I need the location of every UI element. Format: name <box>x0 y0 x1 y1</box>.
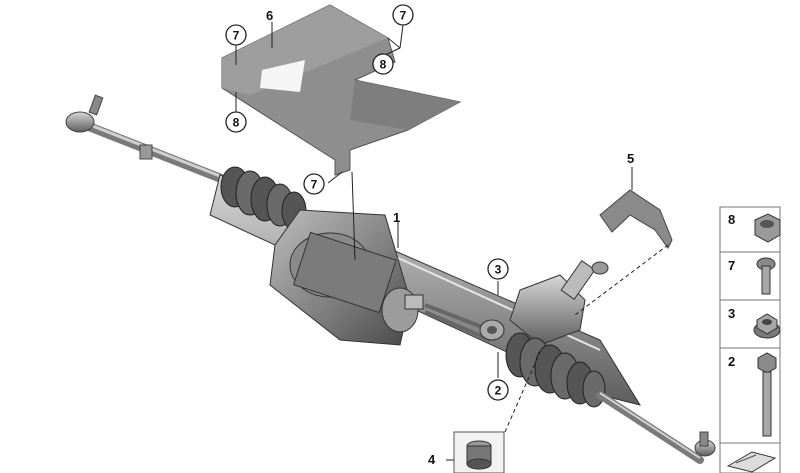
flange-nut-icon <box>753 313 781 339</box>
circled-3: 3 <box>487 258 509 280</box>
svg-text:3: 3 <box>495 263 502 277</box>
svg-text:8: 8 <box>233 116 240 130</box>
circled-8-left: 8 <box>225 111 247 133</box>
circled-7-mid: 7 <box>303 173 325 195</box>
legend-item-7: 7 <box>719 251 781 301</box>
cover-cutout <box>260 60 305 92</box>
hex-nut-icon <box>754 213 781 243</box>
svg-text:8: 8 <box>380 58 387 72</box>
svg-text:2: 2 <box>495 384 502 398</box>
svg-text:8: 8 <box>728 212 735 227</box>
left-tie-rod <box>65 94 230 185</box>
electric-motor <box>269 209 491 346</box>
callout-1: 1 <box>393 210 400 225</box>
legend-item-8: 8 <box>719 206 781 253</box>
sheet-icon <box>726 451 777 473</box>
parts-legend: 8 7 3 2 <box>719 206 781 473</box>
circled-8-top-right: 8 <box>372 53 394 75</box>
svg-text:7: 7 <box>728 258 735 273</box>
circled-callouts: 7 8 7 8 7 3 2 <box>225 4 509 401</box>
right-bellows-boot <box>505 332 606 408</box>
right-tie-rod <box>596 391 716 464</box>
callout-4: 4 <box>428 452 436 467</box>
pinion-housing <box>479 259 609 346</box>
heat-shield-cover <box>221 4 462 176</box>
svg-text:7: 7 <box>311 178 318 192</box>
bushing-part-4 <box>453 431 505 473</box>
circled-7-top-left: 7 <box>225 24 247 46</box>
bracket-part-5 <box>599 189 673 249</box>
legend-item-2: 2 <box>719 347 781 444</box>
svg-text:2: 2 <box>728 354 735 369</box>
callout-6: 6 <box>266 8 273 23</box>
callout-5: 5 <box>627 151 634 166</box>
bolt-icon <box>756 257 776 295</box>
svg-text:7: 7 <box>400 9 407 23</box>
circled-7-top-right: 7 <box>392 4 414 26</box>
svg-text:3: 3 <box>728 306 735 321</box>
svg-text:7: 7 <box>233 29 240 43</box>
leader-lines <box>235 22 669 461</box>
callouts: 6 1 5 4 <box>266 8 634 467</box>
legend-item-3: 3 <box>719 299 781 349</box>
hex-bolt-icon <box>757 352 777 437</box>
circled-2: 2 <box>487 379 509 401</box>
legend-footer <box>719 442 781 473</box>
